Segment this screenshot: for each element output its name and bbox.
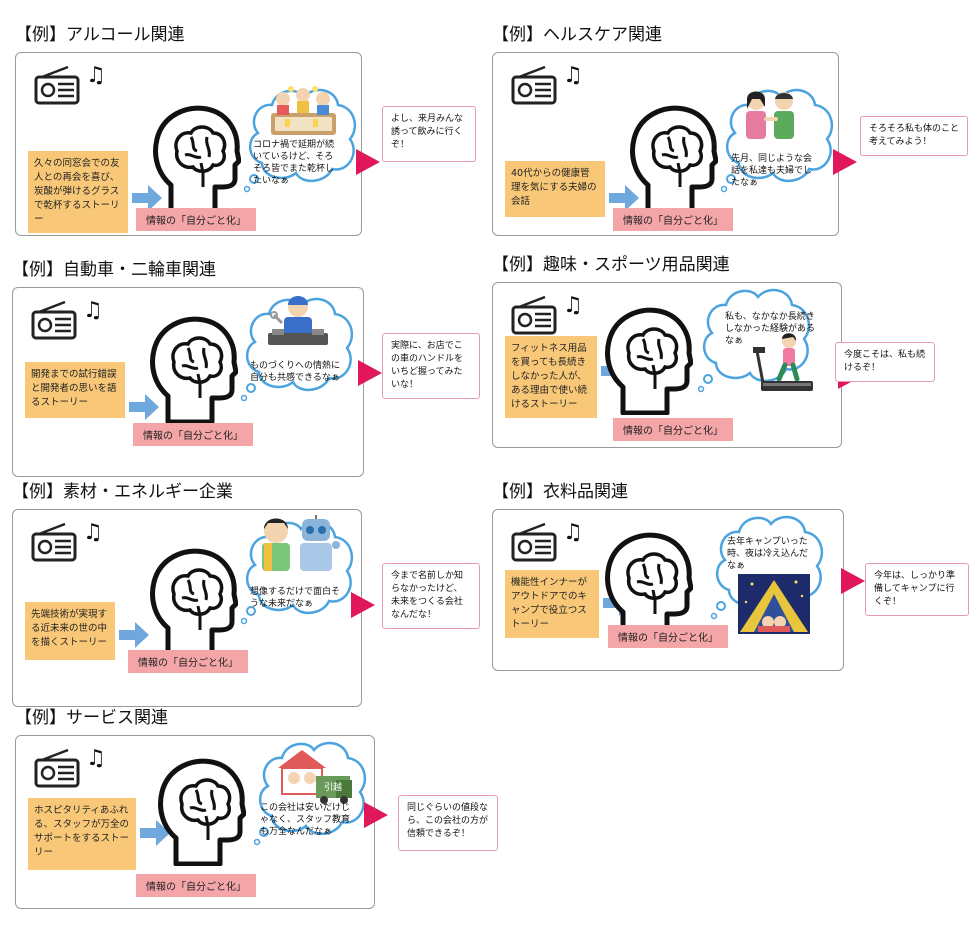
- panel-heading: 【例】趣味・スポーツ用品関連: [492, 255, 730, 275]
- jibungoto-label: 情報の「自分ごと化」: [133, 423, 253, 446]
- brain-head-icon: [153, 105, 241, 213]
- music-note-icon: ♫: [563, 63, 583, 88]
- music-note-icon: ♫: [83, 520, 103, 545]
- brain-head-icon: [158, 758, 246, 866]
- thought-text: 去年キャンプいった時、夜は冷え込んだなぁ: [727, 537, 809, 571]
- music-note-icon: ♫: [563, 520, 583, 545]
- mechanic-icon: [268, 293, 328, 349]
- reaction-box: 今年は、しっかり準備してキャンプに行くぞ！: [865, 563, 969, 616]
- music-note-icon: ♫: [86, 746, 106, 771]
- brain-head-icon: [150, 316, 238, 424]
- radio-icon: [31, 522, 77, 562]
- thought-text: 先月、同じような会話を私達も夫婦でしたなぁ: [731, 154, 813, 188]
- svg-text:引越: 引越: [324, 781, 342, 793]
- thought-text: 私も、なかなか長続きしなかった経験があるなぁ: [725, 312, 816, 346]
- blue-arrow-icon: [140, 820, 170, 846]
- pink-arrow-icon: [358, 360, 382, 386]
- story-box: 久々の同窓会での友人との再会を喜び、炭酸が弾けるグラスで乾杯するストーリー: [28, 151, 128, 233]
- pink-arrow-icon: [351, 592, 375, 618]
- reaction-box: 実際に、お店でこの車のハンドルをいちど握ってみたいな！: [382, 333, 480, 399]
- couple-icon: [738, 87, 803, 146]
- treadmill-icon: [753, 331, 813, 399]
- story-box: 先端技術が実現する近未来の世の中を描くストーリー: [25, 602, 115, 660]
- brain-head-icon: [605, 532, 693, 640]
- jibungoto-label: 情報の「自分ごと化」: [613, 208, 733, 231]
- pink-arrow-icon: [833, 149, 857, 175]
- music-note-icon: ♫: [83, 298, 103, 323]
- panel-heading: 【例】素材・エネルギー企業: [12, 482, 233, 502]
- jibungoto-label: 情報の「自分ごと化」: [128, 650, 248, 673]
- blue-arrow-icon: [609, 185, 639, 211]
- blue-arrow-icon: [132, 185, 162, 211]
- jibungoto-label: 情報の「自分ごと化」: [608, 625, 728, 648]
- robot-icon: [250, 515, 340, 579]
- thought-text: この会社は安いだけじゃなく、スタッフ教育も万全なんだなぁ: [260, 803, 351, 837]
- jibungoto-label: 情報の「自分ごと化」: [136, 874, 256, 897]
- brain-head-icon: [150, 548, 238, 656]
- story-box: 機能性インナーがアウトドアでのキャンプで役立つストーリー: [505, 570, 599, 638]
- brain-head-icon: [605, 307, 693, 415]
- panel-card: ♫ 久々の同窓会での友人との再会を喜び、炭酸が弾けるグラスで乾杯するストーリー: [15, 52, 380, 236]
- story-box: 開発までの試行錯誤と開発者の思いを語るストーリー: [25, 362, 125, 418]
- jibungoto-label: 情報の「自分ごと化」: [613, 418, 733, 441]
- brain-head-icon: [630, 105, 718, 213]
- panel-heading: 【例】サービス関連: [15, 708, 168, 728]
- thought-text: ものづくりへの情熱に自分も共感できるなぁ: [250, 361, 341, 383]
- reaction-box: 今度こそは、私も続けるぞ！: [835, 342, 935, 382]
- panel-card: ♫ 先端技術が実現する近未来の世の中を描くストーリー 想像するだけで面白: [12, 509, 375, 707]
- radio-icon: [511, 522, 557, 562]
- pink-arrow-icon: [841, 568, 865, 594]
- radio-icon: [34, 748, 80, 788]
- pink-arrow-icon: [364, 802, 388, 828]
- panel-heading: 【例】自動車・二輪車関連: [12, 260, 216, 280]
- radio-icon: [34, 65, 80, 105]
- music-note-icon: ♫: [563, 293, 583, 318]
- blue-arrow-icon: [129, 394, 159, 420]
- panel-heading: 【例】アルコール関連: [15, 25, 185, 45]
- panel-card: ♫ 40代からの健康管理を気にする夫婦の会話 先月、同じような会話を私達: [492, 52, 857, 236]
- thought-text: コロナ禍で延期が続いているけど、そろそろ皆でまた乾杯したいなぁ: [253, 140, 335, 186]
- story-box: ホスピタリティあふれる、スタッフが万全のサポートをするストーリー: [28, 798, 136, 870]
- moving-icon: 引越: [276, 746, 356, 810]
- reaction-box: 同じぐらいの値段なら、この会社の方が信頼できるぞ！: [398, 795, 498, 851]
- radio-icon: [511, 65, 557, 105]
- pink-arrow-icon: [356, 149, 380, 175]
- reaction-box: そろそろ私も体のこと考えてみよう！: [860, 116, 968, 156]
- panel-card: ♫ フィットネス用品を買っても長続きしなかった人が、ある理由で使い続けるストーリ…: [492, 282, 862, 448]
- panel-heading: 【例】衣料品関連: [492, 482, 628, 502]
- panel-card: ♫ 機能性インナーがアウトドアでのキャンプで役立つストーリー: [492, 509, 865, 671]
- panel-card: ♫ 開発までの試行錯誤と開発者の思いを語るストーリー ものづくりへの情熱: [12, 287, 382, 477]
- reaction-box: 今まで名前しか知らなかったけど、未来をつくる会社なんだな！: [382, 563, 480, 629]
- party-icon: [271, 83, 336, 139]
- story-box: フィットネス用品を買っても長続きしなかった人が、ある理由で使い続けるストーリー: [505, 336, 597, 418]
- radio-icon: [511, 295, 557, 335]
- reaction-box: よし、来月みんな誘って飲みに行くぞ！: [382, 106, 476, 162]
- story-box: 40代からの健康管理を気にする夫婦の会話: [505, 161, 605, 217]
- tent-icon: [738, 574, 810, 638]
- panel-heading: 【例】ヘルスケア関連: [492, 25, 662, 45]
- panel-card: ♫ ホスピタリティあふれる、スタッフが万全のサポートをするストーリー 引越: [15, 735, 388, 909]
- radio-icon: [31, 300, 77, 340]
- blue-arrow-icon: [119, 622, 149, 648]
- music-note-icon: ♫: [86, 63, 106, 88]
- thought-text: 想像するだけで面白そうな未来だなぁ: [250, 587, 341, 609]
- jibungoto-label: 情報の「自分ごと化」: [136, 208, 256, 231]
